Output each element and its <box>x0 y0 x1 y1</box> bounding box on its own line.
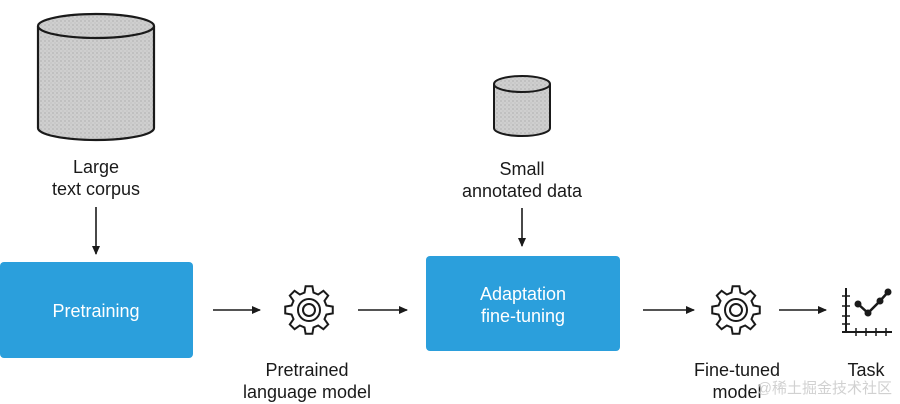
finetuned-model-label: Fine-tuned model <box>694 359 780 403</box>
small-data-label-line2: annotated data <box>461 181 583 201</box>
pretraining-box <box>0 262 193 358</box>
task-line-chart-icon <box>842 288 892 336</box>
adaptation-label-line2: fine-tuning <box>480 306 566 326</box>
pretrained-model-label-line1: Pretrained <box>265 360 349 380</box>
large-corpus-database-icon <box>36 12 156 142</box>
pretraining-label: Pretraining <box>52 301 140 321</box>
pretrained-model-label-line2: language model <box>242 382 372 402</box>
large-corpus-label-line1: Large <box>72 157 120 177</box>
small-data-label-line1: Small <box>499 159 545 179</box>
finetuned-model-label-line2: model <box>712 382 762 402</box>
pretrained-model-label: Pretrained language model <box>243 359 371 403</box>
pretrained-model-gear-icon <box>284 285 334 335</box>
small-data-label: Small annotated data <box>462 158 582 202</box>
annotated-data-database-icon <box>493 75 551 137</box>
adaptation-label: Adaptation fine-tuning <box>480 283 566 327</box>
watermark: @稀土掘金技术社区 <box>756 380 892 397</box>
finetuned-model-label-line1: Fine-tuned <box>693 360 781 380</box>
task-label: Task <box>847 360 885 380</box>
large-corpus-label: Large text corpus <box>52 156 140 200</box>
finetuned-model-gear-icon <box>711 285 761 335</box>
large-corpus-label-line2: text corpus <box>51 179 141 199</box>
adaptation-box <box>426 256 620 351</box>
adaptation-label-line1: Adaptation <box>479 284 567 304</box>
